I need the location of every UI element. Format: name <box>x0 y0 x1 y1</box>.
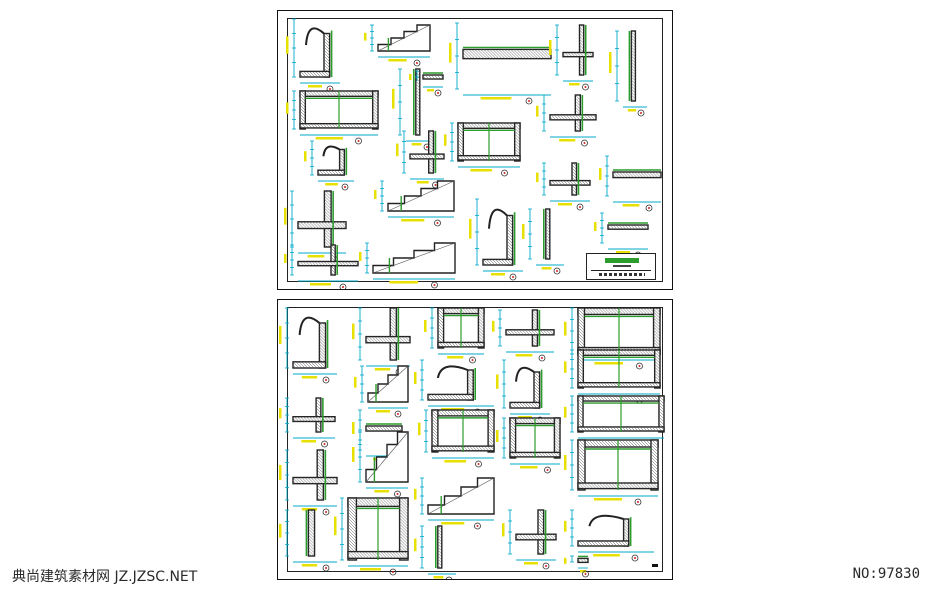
detail-block-cap <box>409 70 444 97</box>
detail-drawings-layer <box>284 18 662 289</box>
sheet-border <box>287 18 663 282</box>
title-block-subtitle-mark <box>613 265 631 267</box>
detail-block-hook <box>279 307 337 384</box>
detail-block-stair <box>374 180 455 227</box>
detail-block-stair <box>364 24 431 67</box>
detail-block-wall <box>279 397 336 448</box>
detail-block-stair <box>352 431 409 498</box>
detail-block-cap <box>594 212 649 259</box>
detail-block-wall <box>536 162 591 211</box>
detail-block-wall <box>396 130 445 189</box>
sheet-number-mark <box>652 564 658 567</box>
detail-block-stair <box>414 477 495 530</box>
detail-block-frame <box>564 349 661 404</box>
detail-block-hook <box>564 509 654 562</box>
detail-block-frame <box>564 395 665 448</box>
detail-block-wall <box>549 24 594 91</box>
detail-block-column <box>279 509 337 572</box>
detail-block-column <box>414 525 456 579</box>
detail-block-frame <box>286 90 379 145</box>
detail-block-wall <box>284 190 347 263</box>
detail-block-column <box>609 30 647 117</box>
watermark-number: NO:97830 <box>852 566 920 582</box>
detail-block-hook <box>414 359 494 416</box>
title-block <box>586 253 656 280</box>
detail-block-wall <box>502 509 557 570</box>
detail-block-hook <box>304 140 354 191</box>
title-block-mark <box>605 258 639 263</box>
detail-block-stair <box>354 365 409 418</box>
detail-block-wall <box>492 309 555 362</box>
detail-block-slab <box>449 22 552 105</box>
detail-block-column <box>392 68 434 151</box>
detail-block-frame <box>334 497 409 576</box>
detail-block-wall <box>279 449 338 516</box>
detail-block-frame <box>424 307 485 364</box>
detail-block-hook <box>469 198 523 281</box>
title-block-scale-mark <box>599 273 645 276</box>
drawing-sheet-1 <box>277 10 673 290</box>
detail-block-cap <box>564 555 589 578</box>
title-block-divider <box>591 270 651 271</box>
detail-block-frame <box>418 409 495 468</box>
detail-drawings-layer <box>279 307 665 579</box>
watermark-site-text: 典尚建筑素材网 JZ.JZSC.NET <box>12 569 198 585</box>
detail-block-frame <box>444 122 521 177</box>
detail-block-wall <box>352 307 411 376</box>
detail-block-cap <box>599 155 662 212</box>
detail-block-stair <box>359 242 456 289</box>
detail-block-frame <box>496 417 561 474</box>
drawing-sheet-2 <box>277 299 673 580</box>
detail-block-wall <box>536 94 597 147</box>
detail-block-hook <box>286 18 340 93</box>
detail-block-wall <box>284 244 359 289</box>
detail-block-frame <box>564 439 659 506</box>
detail-block-column <box>522 208 564 275</box>
detail-block-hook <box>496 359 550 424</box>
